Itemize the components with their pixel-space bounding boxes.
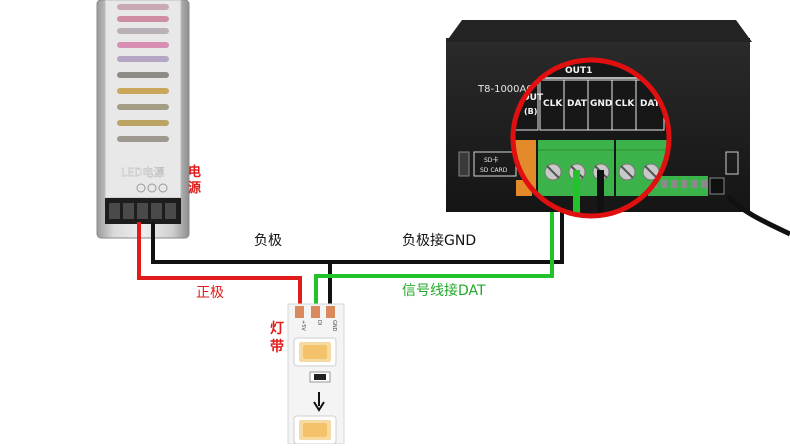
label-negative-to-gnd: 负极接GND	[402, 233, 477, 249]
label-negative: 负极	[254, 233, 282, 249]
pad-label-di: DI	[316, 320, 322, 325]
strip-side-label-line1: 灯	[270, 321, 284, 337]
strip-side-label-line2: 带	[270, 339, 284, 355]
label-positive: 正极	[196, 285, 224, 301]
direction-arrow-icon	[313, 392, 325, 412]
port-left-label: OUT	[522, 93, 544, 103]
terminal-label-dat-2: DAT	[640, 99, 661, 109]
terminal-label-gnd: GND	[590, 99, 612, 109]
controller-power-cable	[726, 194, 790, 237]
terminal-label-dat-1: DAT	[567, 99, 588, 109]
port-left-sub: (B)	[524, 107, 537, 116]
psu-side-label-line2: 源	[188, 181, 202, 196]
pad-label-gnd: GND	[331, 320, 337, 332]
psu-terminal-block	[105, 198, 181, 224]
zoom-callout: OUT1 OUT (B) CLK DAT GND CLK DAT	[510, 57, 672, 219]
strip-pads	[295, 306, 335, 318]
terminal-label-clk-1: CLK	[543, 99, 563, 109]
wire-signal	[314, 182, 554, 312]
secondary-terminals	[648, 151, 739, 196]
controller-model-label: T8-1000AC	[477, 84, 533, 95]
psu-indicators	[136, 183, 168, 193]
output-header: OUT1	[565, 66, 592, 76]
led-chip	[293, 337, 337, 367]
led-chip	[293, 415, 337, 445]
pad-label-5v: +5V	[300, 320, 306, 331]
label-signal: 信号线接DAT	[402, 283, 486, 299]
sd-card-label: SD CARD	[480, 167, 508, 174]
led-strip: +5V DI GND	[287, 303, 345, 445]
callout-ring	[510, 57, 672, 219]
psu-side-label-line1: 电	[188, 165, 202, 180]
wire-positive	[137, 222, 302, 312]
psu-brand-label: LED电源	[121, 165, 165, 179]
terminal-label-clk-2: CLK	[615, 99, 635, 109]
wire-negative	[151, 182, 564, 264]
resistor	[309, 371, 331, 383]
sd-label: SD卡	[484, 156, 498, 164]
power-supply: LED电源	[96, 0, 190, 239]
vent-slots	[117, 4, 169, 142]
